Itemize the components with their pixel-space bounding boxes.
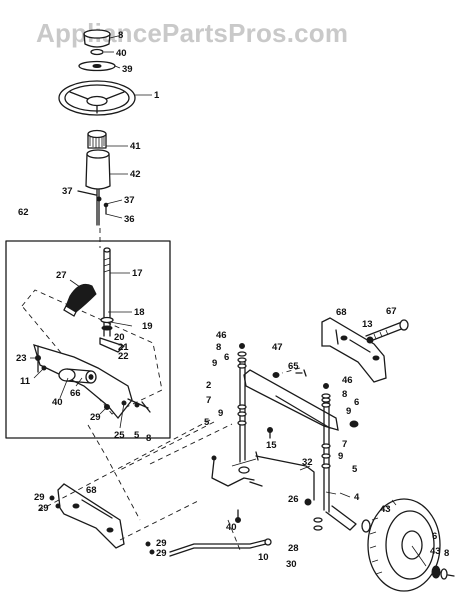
lower-bolts [49, 495, 155, 555]
callout-46-right: 46 [342, 375, 353, 386]
callout-9-left-lower: 9 [218, 408, 223, 419]
drag-link-arm [243, 369, 339, 431]
watermark: AppliancePartsPros.com [36, 18, 348, 48]
callout-65: 65 [288, 361, 299, 372]
callout-9-left: 9 [212, 358, 217, 369]
callout-6-wheel: 6 [432, 531, 437, 542]
steering-shaft-upper [77, 189, 109, 226]
callout-11: 11 [20, 376, 31, 387]
callout-1: 1 [154, 90, 160, 101]
callout-46: 46 [216, 330, 227, 341]
callout-27: 27 [56, 270, 67, 281]
callout-2: 2 [206, 380, 211, 391]
callout-18: 18 [134, 307, 145, 318]
inset-box [5, 240, 171, 439]
callout-7-right: 7 [342, 439, 347, 450]
front-wheel [367, 498, 441, 592]
callout-37: 37 [62, 186, 73, 197]
steering-gear-sector [63, 283, 97, 317]
callout-4: 4 [354, 492, 360, 503]
callout-43: 43 [380, 504, 391, 515]
steering-column-bushing [85, 149, 111, 190]
callout-42: 42 [130, 169, 141, 180]
inset-dashed-plane [21, 289, 163, 415]
callout-22: 22 [118, 351, 129, 362]
pinion-gear [99, 316, 125, 353]
callout-23: 23 [16, 353, 27, 364]
callout-8: 8 [118, 30, 123, 41]
callout-labels: 8 40 39 1 41 42 37 37 36 62 27 17 18 19 … [16, 30, 449, 570]
callout-68-upper: 68 [336, 307, 347, 318]
callout-32: 32 [302, 457, 313, 468]
callout-26: 26 [288, 494, 299, 505]
callout-6-left: 6 [224, 352, 229, 363]
steering-cap [78, 29, 116, 72]
axle-bracket-lower [57, 483, 125, 549]
steering-wheel [58, 80, 136, 116]
callout-19: 19 [142, 321, 153, 332]
callout-29-lower-d: 29 [156, 548, 167, 559]
callout-66: 66 [70, 388, 81, 399]
tie-rod [255, 451, 315, 501]
callout-36: 36 [124, 214, 135, 225]
callout-29-lower-b: 29 [38, 503, 49, 514]
callout-47: 47 [272, 342, 283, 353]
callout-20: 20 [114, 332, 125, 343]
callout-43-wheel: 43 [430, 546, 441, 557]
callout-15: 15 [266, 440, 277, 451]
callout-30: 30 [286, 559, 297, 570]
tie-rod-hardware [211, 427, 323, 531]
callout-8-left: 8 [216, 342, 221, 353]
axle-bracket-upper [321, 317, 387, 383]
callout-8-inset: 8 [146, 433, 151, 444]
callout-21: 21 [118, 342, 129, 353]
callout-7-left: 7 [206, 395, 211, 406]
alignment-lines [39, 228, 301, 551]
callout-28: 28 [288, 543, 299, 554]
callout-9-right-lower: 9 [338, 451, 343, 462]
callout-40: 40 [116, 48, 127, 59]
callout-37-right: 37 [124, 195, 135, 206]
left-spindle-hardware [237, 343, 307, 426]
callout-5-right: 5 [352, 464, 358, 475]
callout-5-inset: 5 [134, 430, 140, 441]
callout-29-lower-a: 29 [34, 492, 45, 503]
callout-8-right: 8 [342, 389, 347, 400]
steering-spline-adapter [87, 129, 107, 149]
callout-40-inset: 40 [52, 397, 63, 408]
callout-25: 25 [114, 430, 125, 441]
callout-6-right: 6 [354, 397, 359, 408]
callout-17: 17 [132, 268, 143, 279]
callout-10: 10 [258, 552, 269, 563]
callout-39: 39 [122, 64, 133, 75]
left-spindle [237, 357, 247, 463]
callout-68-lower: 68 [86, 485, 97, 496]
callout-67: 67 [386, 306, 397, 317]
flange-bushing [58, 368, 97, 384]
right-spindle-hardware [321, 383, 359, 469]
callout-29-lower-c: 29 [156, 538, 167, 549]
carriage-bolt [365, 319, 409, 344]
callout-41: 41 [130, 141, 141, 152]
drag-link [169, 538, 272, 557]
wheel-hardware [361, 519, 455, 580]
callout-9-right: 9 [346, 406, 351, 417]
callout-29-inset: 29 [90, 412, 101, 423]
callout-13: 13 [362, 319, 373, 330]
callout-62: 62 [18, 207, 29, 218]
leader-lines [30, 35, 427, 567]
callout-40-lower: 40 [226, 522, 237, 533]
callout-5-left: 5 [204, 417, 210, 428]
callout-8-wheel: 8 [444, 548, 449, 559]
